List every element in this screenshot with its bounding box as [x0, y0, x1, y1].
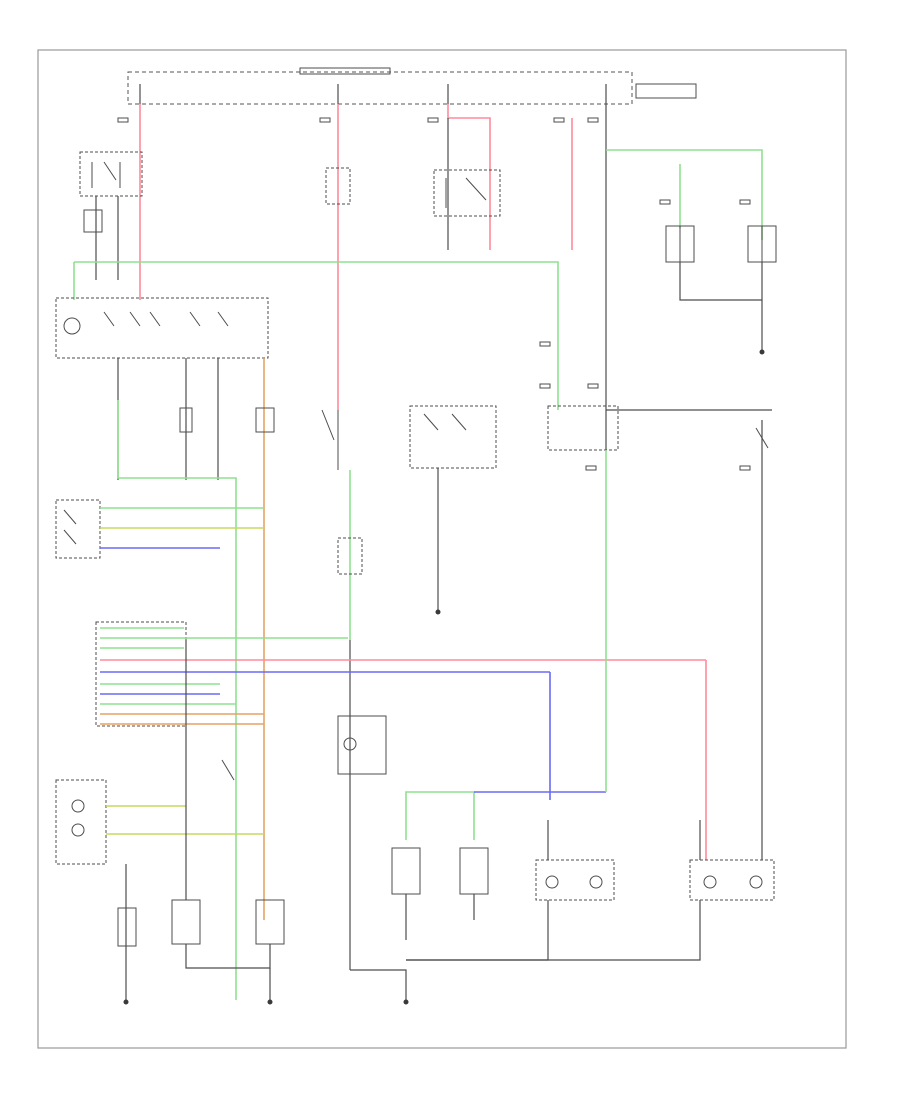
- top-left-relay: [79, 151, 143, 280]
- right-top-lamps: [606, 149, 777, 355]
- label-marks: [117, 117, 751, 471]
- lower-left-lamps: [171, 640, 285, 1005]
- lower-right-lamps: [350, 450, 775, 1005]
- left-mid-switch: [117, 400, 275, 1000]
- left-lower-module: [55, 779, 264, 1005]
- center-top-relay: [325, 167, 501, 217]
- harness-connector: [95, 621, 707, 860]
- center-feed: [337, 470, 387, 970]
- fuse-relay-box: [127, 67, 697, 105]
- diagram-frame: [37, 49, 847, 1049]
- green-bus: [73, 261, 559, 410]
- hazard-switch: [55, 499, 264, 559]
- center-switch-row: [321, 405, 772, 860]
- power-feeds: [139, 104, 607, 410]
